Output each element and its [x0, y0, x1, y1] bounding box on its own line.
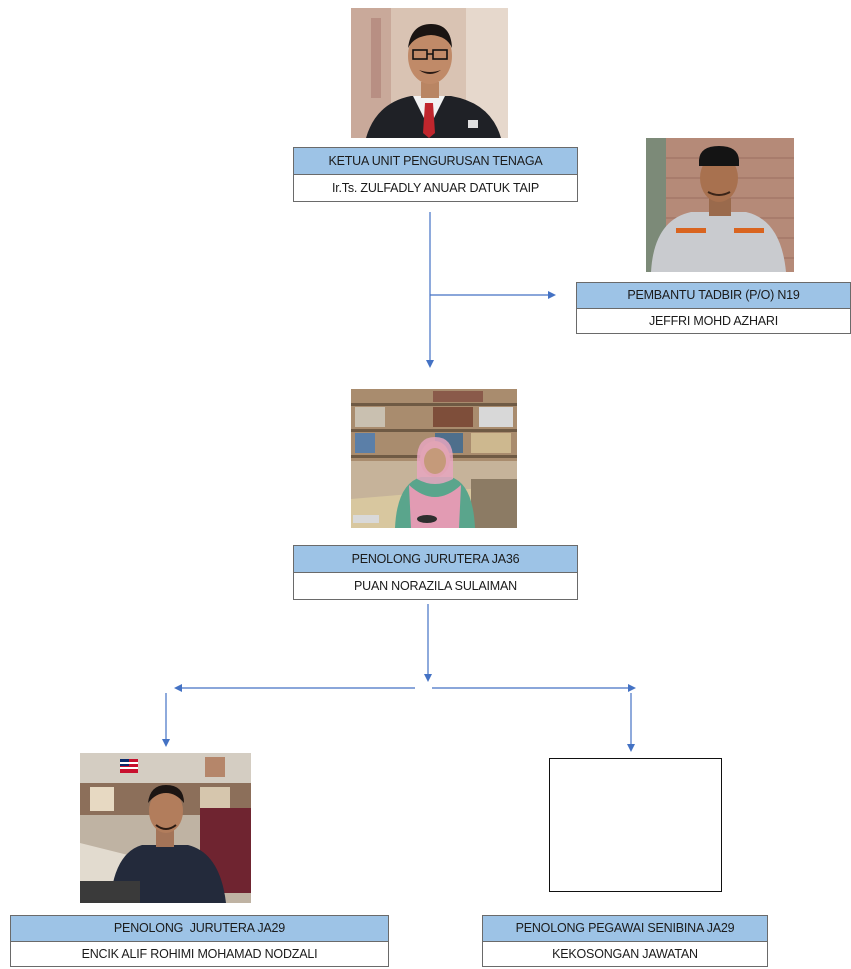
head-name: Ir.Ts. ZULFADLY ANUAR DATUK TAIP	[331, 181, 540, 195]
architect-assistant-card: PENOLONG PEGAWAI SENIBINA JA29 KEKOSONGA…	[482, 915, 768, 967]
vacant-photo-placeholder	[549, 758, 722, 892]
head-photo	[351, 8, 508, 138]
junior-engineer-photo	[80, 753, 251, 903]
admin-role: PEMBANTU TADBIR (P/O) N19	[577, 283, 850, 309]
admin-photo	[646, 138, 794, 272]
junior-engineer-name: ENCIK ALIF ROHIMI MOHAMAD NODZALI	[81, 947, 318, 961]
junior-engineer-card: PENOLONG JURUTERA JA29 ENCIK ALIF ROHIMI…	[10, 915, 389, 967]
architect-assistant-name: KEKOSONGAN JAWATAN	[552, 947, 698, 961]
assistant-engineer-photo	[351, 389, 517, 528]
assistant-engineer-name: PUAN NORAZILA SULAIMAN	[353, 579, 517, 593]
architect-assistant-role: PENOLONG PEGAWAI SENIBINA JA29	[483, 916, 767, 942]
junior-engineer-role: PENOLONG JURUTERA JA29	[11, 916, 388, 942]
admin-name: JEFFRI MOHD AZHARI	[648, 314, 779, 328]
admin-card: PEMBANTU TADBIR (P/O) N19 JEFFRI MOHD AZ…	[576, 282, 851, 334]
head-role: KETUA UNIT PENGURUSAN TENAGA	[294, 148, 577, 175]
head-card: KETUA UNIT PENGURUSAN TENAGA Ir.Ts. ZULF…	[293, 147, 578, 202]
assistant-engineer-role: PENOLONG JURUTERA JA36	[294, 546, 577, 573]
assistant-engineer-card: PENOLONG JURUTERA JA36 PUAN NORAZILA SUL…	[293, 545, 578, 600]
